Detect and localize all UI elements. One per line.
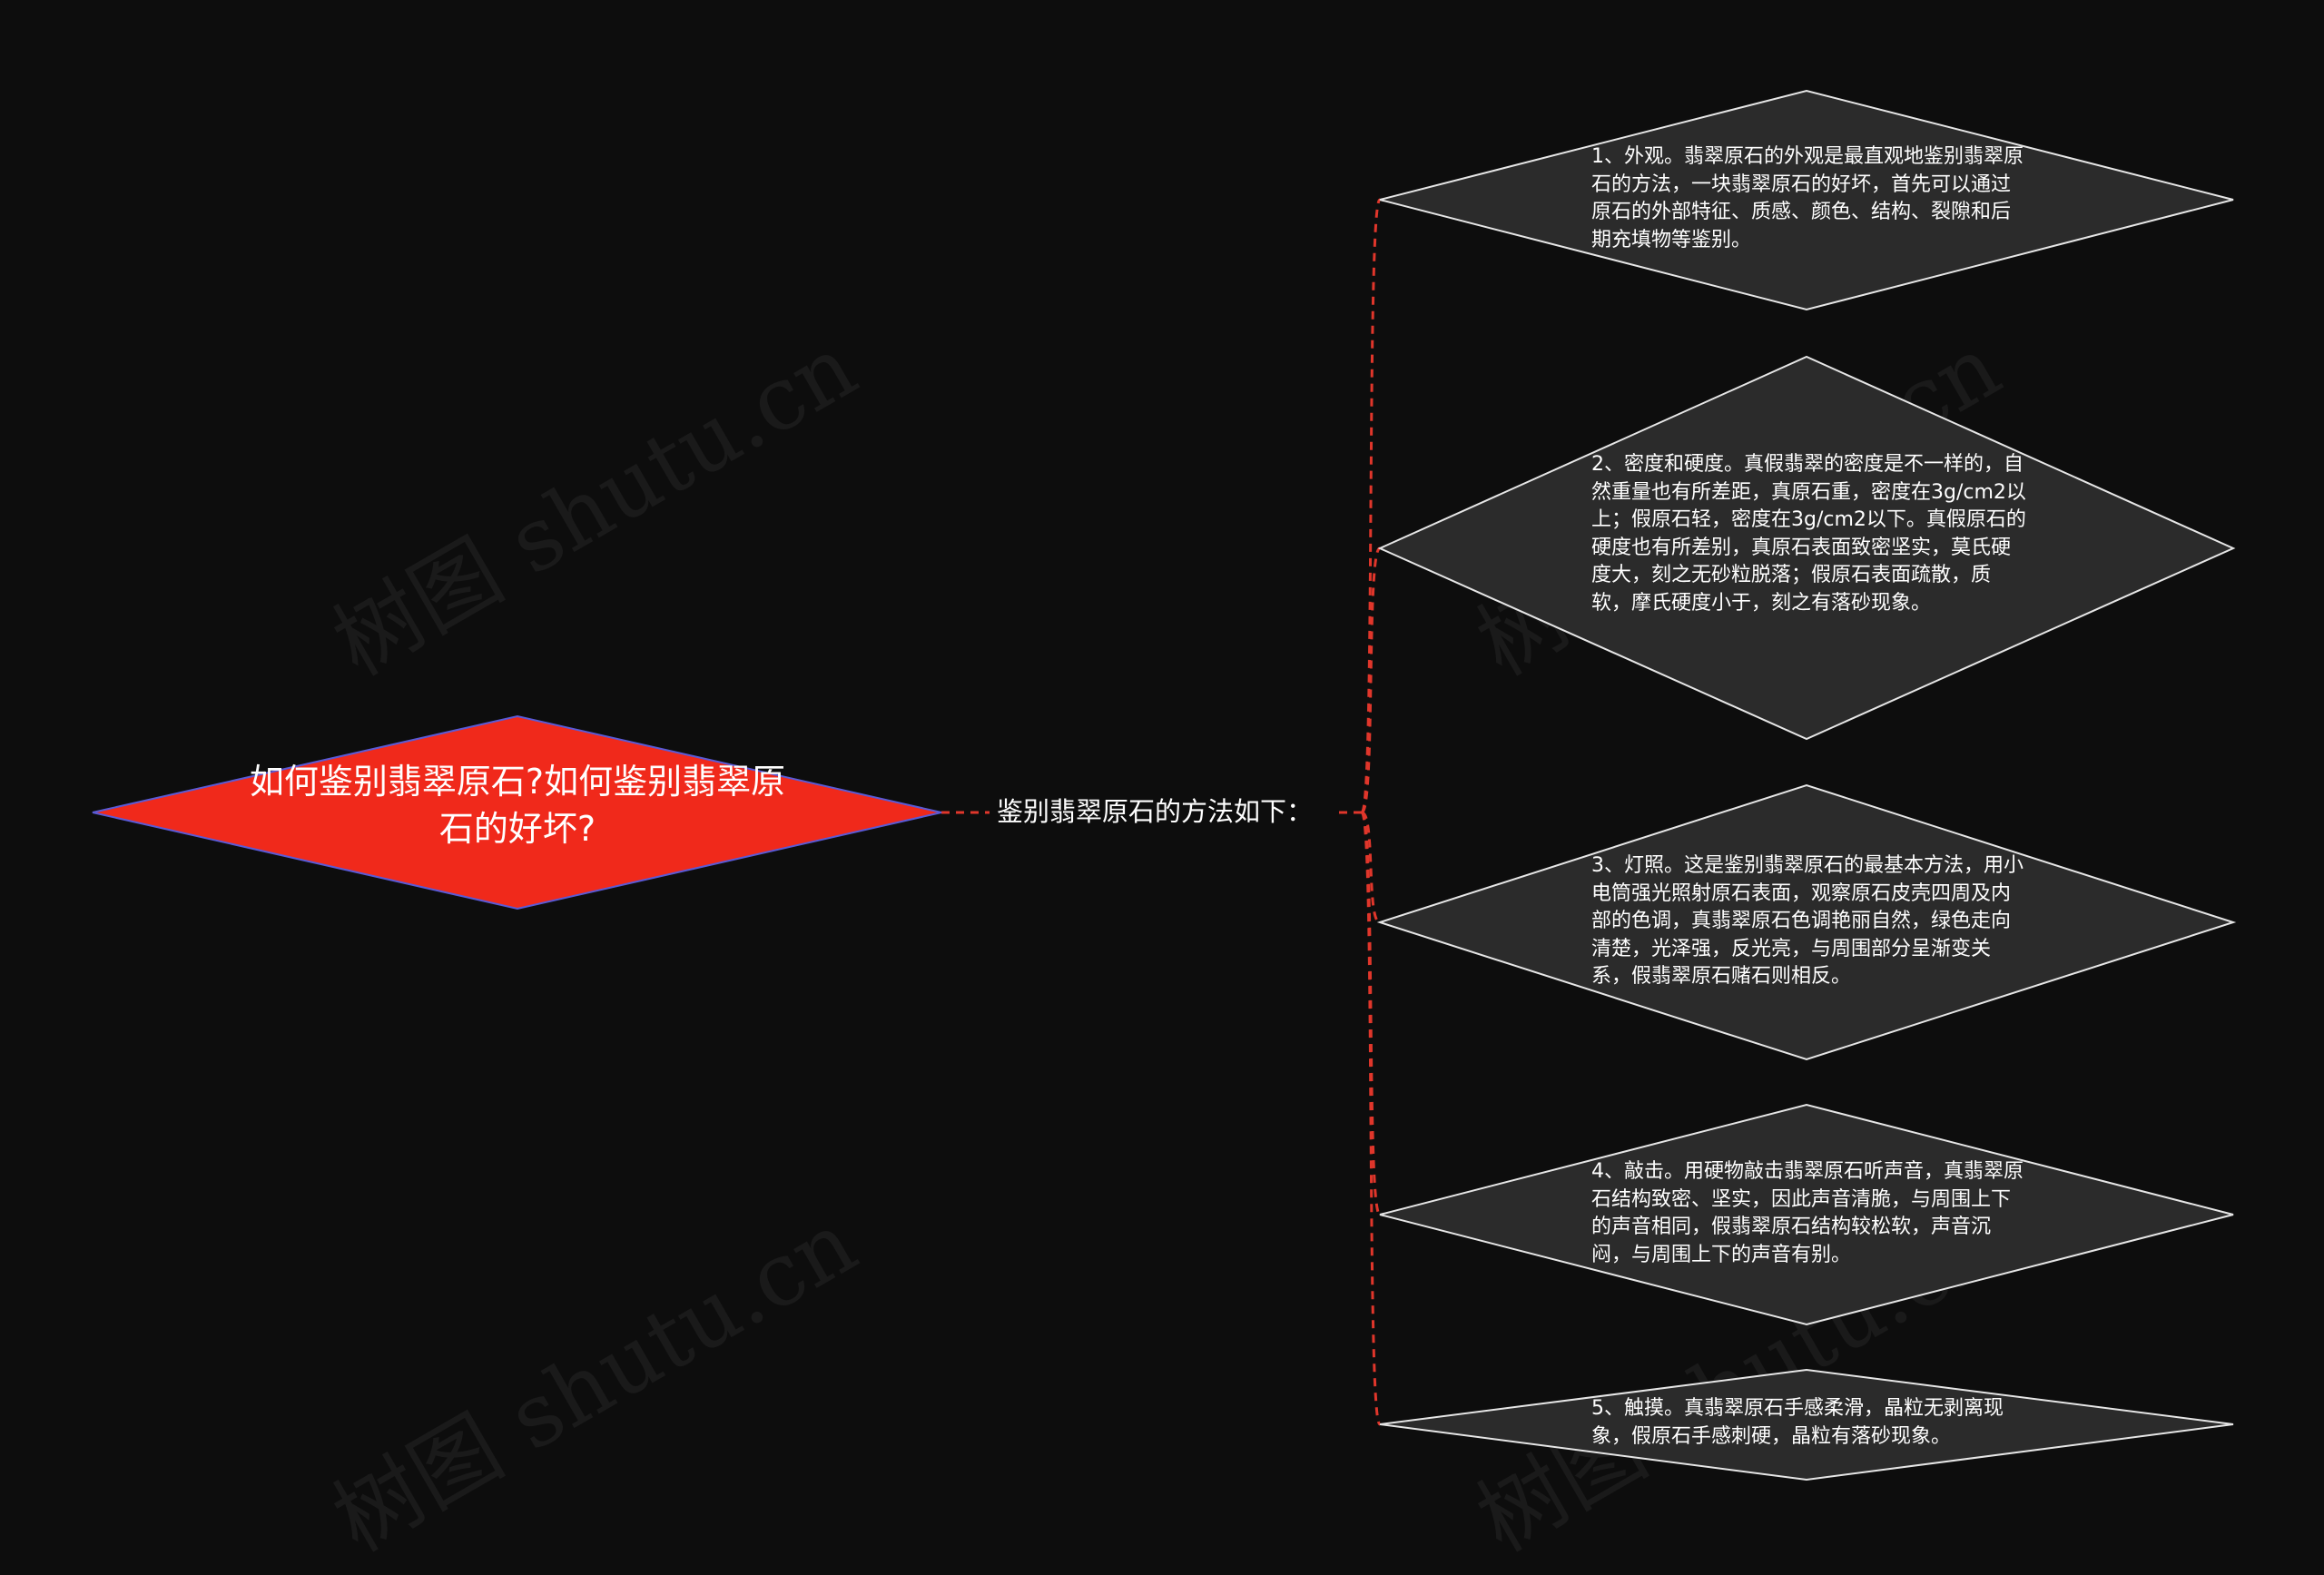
leaf-node-4-diamond[interactable] <box>1379 1103 2234 1326</box>
connectors <box>941 198 1382 1426</box>
leaf-node-5-diamond[interactable] <box>1379 1368 2234 1481</box>
leaf-node-3-text[interactable]: 3、灯照。这是鉴别翡翠原石的最基本方法，用小电筒强光照射原石表面，观察原石皮壳四… <box>1591 854 2024 988</box>
leaf-connector-3 <box>1361 811 1381 924</box>
root-node-diamond[interactable] <box>92 714 942 911</box>
leaf-connector-2 <box>1360 546 1382 814</box>
leaf-node-2-diamond[interactable] <box>1377 355 2236 741</box>
leaf-connector-1 <box>1360 198 1382 814</box>
branch-node-label[interactable]: 鉴别翡翠原石的方法如下： <box>997 796 1314 827</box>
leaf-connector-5 <box>1360 811 1382 1426</box>
leaf-node-4-text[interactable]: 4、敲击。用硬物敲击翡翠原石听声音，真翡翠原石结构致密、坚实，因此声音清脆，与周… <box>1591 1160 2024 1266</box>
root-node-title[interactable]: 如何鉴别翡翠原石?如何鉴别翡翠原石的好坏? <box>249 762 786 849</box>
leaf-node-1-text[interactable]: 1、外观。翡翠原石的外观是最直观地鉴别翡翠原石的方法，一块翡翠原石的好坏，首先可… <box>1591 145 2024 251</box>
leaf-node-1-diamond[interactable] <box>1379 89 2234 311</box>
leaf-node-2-text[interactable]: 2、密度和硬度。真假翡翠的密度是不一样的，自然重量也有所差距，真原石重，密度在3… <box>1591 453 2026 615</box>
leaf-node-3-diamond[interactable] <box>1376 783 2237 1061</box>
leaf-node-5-text[interactable]: 5、触摸。真翡翠原石手感柔滑，晶粒无剥离现象，假原石手感刺硬，晶粒有落砂现象。 <box>1591 1397 2004 1448</box>
